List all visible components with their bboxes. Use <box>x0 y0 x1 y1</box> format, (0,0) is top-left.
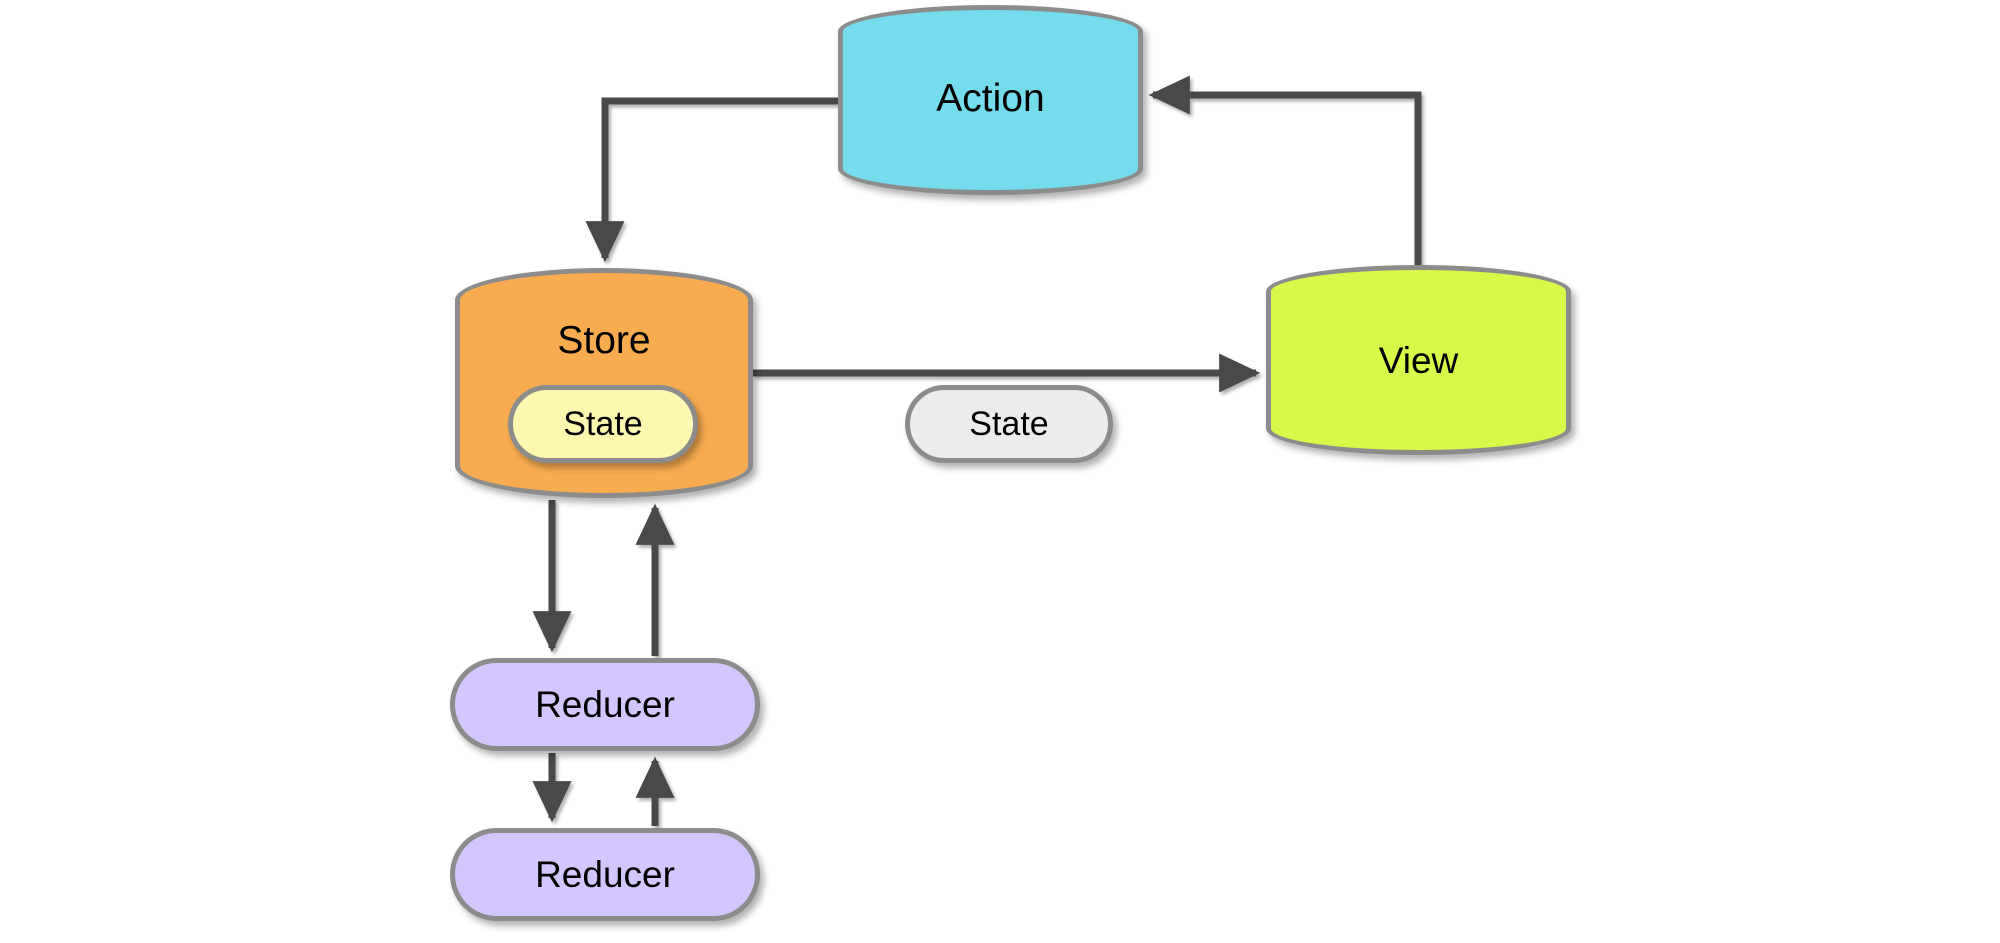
node-reducer-2-label: Reducer <box>535 854 675 895</box>
node-reducer-2[interactable]: Reducer <box>450 828 760 921</box>
node-state-in-transit-label: State <box>969 405 1049 443</box>
node-action[interactable]: Action <box>838 5 1143 195</box>
edge-action-to-store <box>585 97 838 263</box>
node-store-label: Store <box>557 319 651 362</box>
node-view[interactable]: View <box>1266 265 1571 455</box>
node-state-inner[interactable]: State <box>508 385 698 463</box>
node-reducer-1[interactable]: Reducer <box>450 658 760 751</box>
node-store[interactable]: Store <box>455 268 753 498</box>
node-reducer-1-label: Reducer <box>535 684 675 725</box>
node-state-inner-label: State <box>563 405 643 443</box>
node-view-label: View <box>1378 339 1459 381</box>
edge-view-to-action <box>1148 75 1422 265</box>
node-state-in-transit[interactable]: State <box>905 385 1113 463</box>
node-action-label: Action <box>936 76 1045 120</box>
